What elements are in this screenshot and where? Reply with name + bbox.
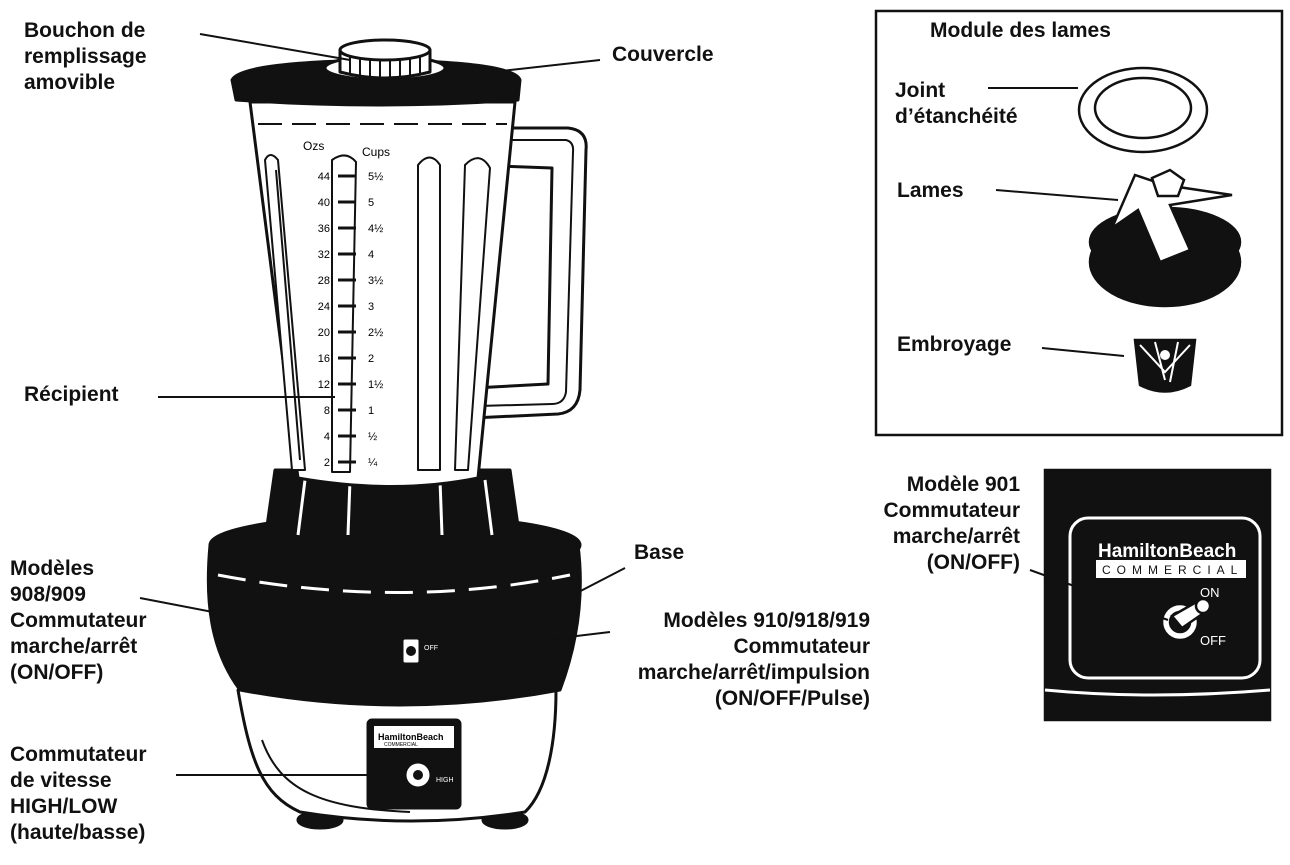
oz-label: 2 — [324, 457, 330, 469]
scale-header-cups: Cups — [362, 145, 390, 159]
label-modeles-908-909: Modèles 908/909 Commutateur marche/arrêt… — [10, 557, 147, 684]
cup-label: 4½ — [368, 223, 383, 235]
label-embroyage: Embroyage — [897, 333, 1012, 356]
brand-name-lower: HamiltonBeach — [378, 732, 444, 742]
label-lames: Lames — [897, 179, 964, 202]
switch-off-label: OFF — [1200, 633, 1226, 648]
brand-name-901: HamiltonBeach — [1098, 541, 1236, 562]
label-joint: Joint d’étanchéité — [895, 79, 1018, 128]
clutch — [1133, 338, 1197, 393]
label-base: Base — [634, 541, 685, 564]
cup-label: ½ — [368, 431, 377, 443]
oz-label: 8 — [324, 405, 330, 417]
oz-label: 24 — [318, 301, 330, 313]
oz-label: 32 — [318, 249, 330, 261]
model-901-plate — [1068, 516, 1262, 680]
cup-label: 2½ — [368, 327, 383, 339]
switch-on-label: ON — [1200, 585, 1220, 600]
oz-labels: 44 40 36 32 28 24 20 16 12 8 4 2 — [318, 171, 330, 469]
scale-ticks — [338, 174, 356, 464]
label-bouchon: Bouchon de remplissage amovible — [24, 19, 147, 94]
label-modele-901: Modèle 901 Commutateur marche/arrêt (ON/… — [883, 473, 1020, 574]
cup-label: ¼ — [368, 457, 378, 469]
label-off-small: OFF — [424, 645, 438, 652]
oz-label: 4 — [324, 431, 330, 443]
label-modeles-910-918-919: Modèles 910/918/919 Commutateur marche/a… — [637, 609, 870, 710]
cup-label: 3 — [368, 301, 374, 313]
cup-label: 4 — [368, 249, 374, 261]
label-high-small: HIGH — [436, 777, 454, 784]
leader-lines — [139, 33, 1169, 776]
oz-label: 20 — [318, 327, 330, 339]
label-module-title: Module des lames — [930, 19, 1111, 42]
label-recipient: Récipient — [24, 383, 119, 406]
cup-label: 1½ — [368, 379, 383, 391]
blades — [1109, 173, 1233, 264]
oz-label: 36 — [318, 223, 330, 235]
brand-sub-901: COMMERCIAL — [1102, 563, 1243, 577]
cup-label: 2 — [368, 353, 374, 365]
jar-lid — [230, 58, 522, 107]
scale-header-ozs: Ozs — [303, 139, 324, 153]
label-couvercle: Couvercle — [612, 43, 714, 66]
cup-label: 3½ — [368, 275, 383, 287]
cup-label: 5 — [368, 197, 374, 209]
cup-label: 1 — [368, 405, 374, 417]
oz-label: 40 — [318, 197, 330, 209]
oz-label: 12 — [318, 379, 330, 391]
oz-label: 16 — [318, 353, 330, 365]
oz-label: 28 — [318, 275, 330, 287]
oz-label: 44 — [318, 171, 330, 183]
cup-label: 5½ — [368, 171, 383, 183]
label-commutateur-vitesse: Commutateur de vitesse HIGH/LOW (haute/b… — [10, 743, 147, 844]
brand-sub-lower: COMMERCIAL — [384, 742, 418, 748]
jar-body — [248, 100, 517, 488]
